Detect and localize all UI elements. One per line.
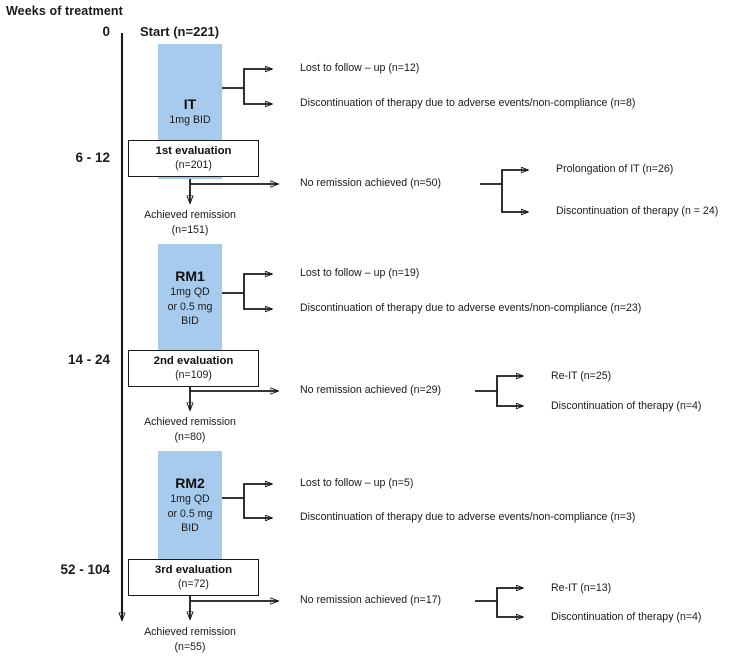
treatment-dose-it: 1mg BID xyxy=(169,114,211,127)
treatment-dose-rm2-line2: or 0.5 mg xyxy=(167,507,213,520)
treatment-name-rm1: RM1 xyxy=(175,267,205,284)
eval1-achieved-remission-count: (n=151) xyxy=(171,224,209,236)
timeline-tick-0: 0 xyxy=(102,24,110,39)
rm1-dropout-lost-to-followup: Lost to follow – up (n=19) xyxy=(300,267,420,279)
treatment-dose-rm2-line3: BID xyxy=(181,521,199,534)
evaluation-1-title: 1st evaluation xyxy=(155,145,232,158)
evaluation-2-title: 2nd evaluation xyxy=(153,355,234,368)
timeline-tick-14-24: 14 - 24 xyxy=(67,352,110,367)
it-dropout-lost-to-followup: Lost to follow – up (n=12) xyxy=(300,62,420,74)
evaluation-box-3[interactable]: 3rd evaluation (n=72) xyxy=(128,559,259,596)
it-dropout-discontinuation: Discontinuation of therapy due to advers… xyxy=(300,97,636,109)
eval1-discontinuation-of-therapy: Discontinuation of therapy (n = 24) xyxy=(556,205,719,217)
treatment-dose-rm1-line2: or 0.5 mg xyxy=(167,300,213,313)
treatment-block-rm1[interactable]: RM1 1mg QD or 0.5 mg BID xyxy=(158,244,222,352)
rm1-dropout-discontinuation: Discontinuation of therapy due to advers… xyxy=(300,302,642,314)
eval1-prolongation-of-it: Prolongation of IT (n=26) xyxy=(556,163,674,175)
start-label: Start (n=221) xyxy=(140,24,220,39)
eval3-no-remission: No remission achieved (n=17) xyxy=(300,594,442,606)
eval2-no-remission: No remission achieved (n=29) xyxy=(300,384,442,396)
treatment-block-rm2[interactable]: RM2 1mg QD or 0.5 mg BID xyxy=(158,451,222,559)
treatment-dose-rm1-line1: 1mg QD xyxy=(170,286,210,299)
eval3-achieved-remission-label: Achieved remission xyxy=(144,626,236,638)
eval2-re-it: Re-IT (n=25) xyxy=(551,370,612,382)
evaluation-3-count: (n=72) xyxy=(178,578,209,591)
evaluation-2-count: (n=109) xyxy=(175,369,212,382)
timeline-tick-6-12: 6 - 12 xyxy=(75,150,110,165)
eval2-discontinuation-of-therapy: Discontinuation of therapy (n=4) xyxy=(551,400,702,412)
eval2-achieved-remission-label: Achieved remission xyxy=(144,416,236,428)
rm2-dropout-lost-to-followup: Lost to follow – up (n=5) xyxy=(300,477,414,489)
evaluation-box-2[interactable]: 2nd evaluation (n=109) xyxy=(128,350,259,387)
timeline-tick-52-104: 52 - 104 xyxy=(60,562,110,577)
evaluation-box-1[interactable]: 1st evaluation (n=201) xyxy=(128,140,259,177)
treatment-dose-rm2-line1: 1mg QD xyxy=(170,493,210,506)
axis-title: Weeks of treatment xyxy=(6,4,123,18)
eval1-achieved-remission-label: Achieved remission xyxy=(144,209,236,221)
eval3-achieved-remission-count: (n=55) xyxy=(174,641,206,653)
treatment-name-it: IT xyxy=(183,95,197,112)
eval1-no-remission: No remission achieved (n=50) xyxy=(300,177,442,189)
eval3-discontinuation-of-therapy: Discontinuation of therapy (n=4) xyxy=(551,611,702,623)
evaluation-3-title: 3rd evaluation xyxy=(154,564,233,577)
evaluation-1-count: (n=201) xyxy=(175,159,212,172)
treatment-dose-rm1-line3: BID xyxy=(181,314,199,327)
treatment-name-rm2: RM2 xyxy=(175,474,205,491)
eval2-achieved-remission-count: (n=80) xyxy=(174,431,206,443)
eval3-re-it: Re-IT (n=13) xyxy=(551,582,612,594)
rm2-dropout-discontinuation: Discontinuation of therapy due to advers… xyxy=(300,511,636,523)
